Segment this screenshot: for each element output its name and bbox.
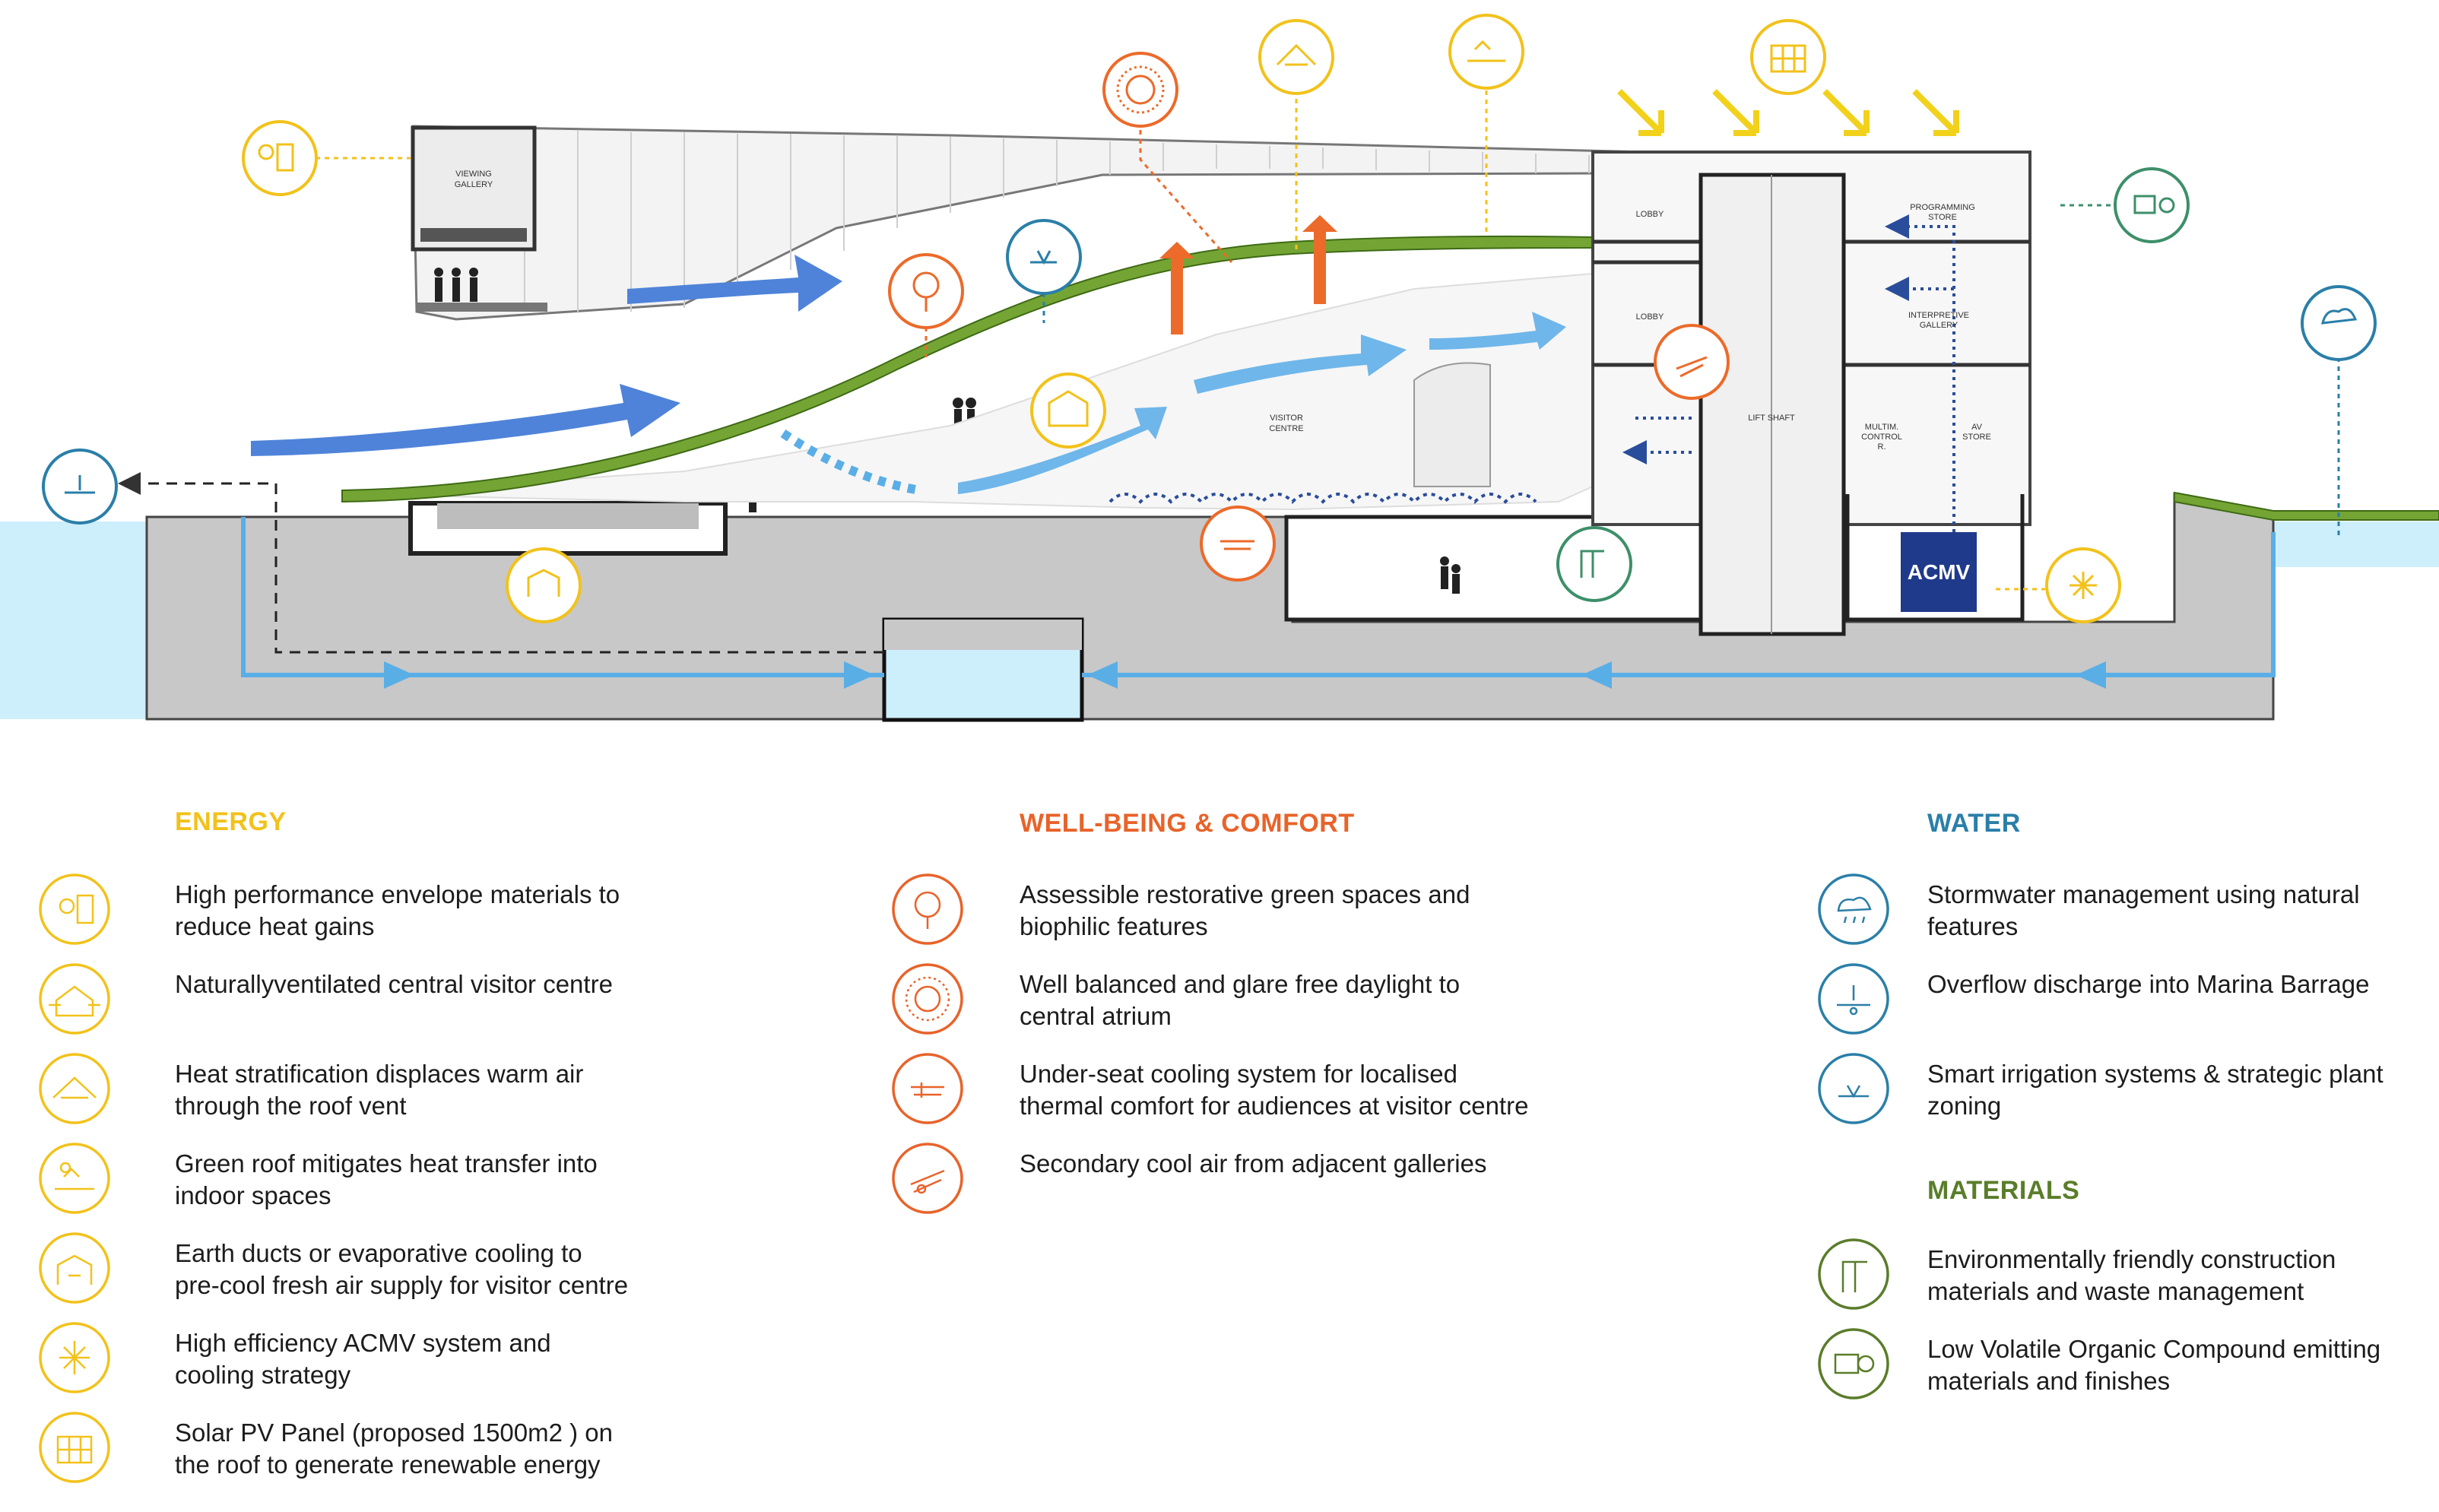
house-ventilation-icon — [1030, 372, 1106, 449]
sun-ray-arrows — [1617, 89, 1959, 136]
green-roof-icon — [1448, 14, 1524, 90]
legend-heading-wellbeing: WELL-BEING & COMFORT — [1020, 809, 1355, 838]
section-icons — [42, 14, 2377, 623]
seat-cooling-icon — [1200, 506, 1276, 582]
label-lobby-mid: LOBBY — [1636, 312, 1664, 322]
heat-vent-arrow-1 — [1159, 242, 1194, 334]
wind-arrow-5 — [1429, 312, 1566, 350]
house-ventilation-icon — [38, 962, 111, 1035]
legend-item-text: Under-seat cooling system for localised … — [1020, 1060, 1529, 1120]
curved-airflow — [780, 430, 921, 495]
earth-duct-icon — [38, 1231, 111, 1304]
roof-vent-icon — [38, 1052, 111, 1125]
water-right — [2273, 521, 2439, 567]
water-left — [0, 521, 149, 719]
rain-cloud-icon — [2301, 285, 2377, 361]
water-pipe — [241, 517, 2276, 677]
rain-cloud-icon — [1817, 873, 1890, 946]
legend-item-text: Low Volatile Organic Compound emitting m… — [1927, 1335, 2381, 1395]
legend-item-text: Stormwater management using natural feat… — [1927, 880, 2360, 940]
legend-item-text: High performance envelope materials to r… — [175, 880, 620, 940]
legend-item-text: Well balanced and glare free daylight to… — [1020, 970, 1461, 1030]
legend-heading-water: WATER — [1927, 809, 2021, 838]
underseat-airflow — [1108, 493, 1537, 504]
solar-panel-icon — [38, 1411, 111, 1484]
tree-icon — [891, 873, 964, 946]
wind-arrow-1 — [251, 384, 680, 456]
label-lobby-top: LOBBY — [1636, 210, 1664, 219]
legend-item-text: Green roof mitigates heat transfer into … — [175, 1149, 598, 1209]
legend-heading-materials: MATERIALS — [1927, 1176, 2080, 1205]
basement-room — [1284, 515, 1722, 622]
irrigation-icon — [1006, 219, 1082, 295]
snowflake-icon — [38, 1321, 111, 1394]
solar-panel-icon — [1750, 19, 1826, 95]
legend-item-text: Solar PV Panel (proposed 1500m2 ) on the… — [175, 1418, 614, 1479]
green-roof-icon — [38, 1142, 111, 1215]
label-acmv: ACMV — [1908, 560, 1971, 584]
legend-item-text: Overflow discharge into Marina Barrage — [1927, 970, 2370, 998]
construction-crane-icon — [1556, 526, 1632, 602]
legend-item-text: High efficiency ACMV system and cooling … — [175, 1329, 551, 1389]
label-lift-shaft: LIFT SHAFT — [1748, 414, 1795, 423]
legend-item-text: Heat stratification displaces warm air t… — [175, 1060, 584, 1120]
envelope-sun-icon — [38, 873, 111, 946]
roof-vent-icon — [1258, 19, 1334, 95]
irrigation-icon — [1817, 1052, 1890, 1125]
wind-arrow-4 — [1194, 334, 1407, 394]
tree-icon — [888, 253, 964, 329]
low-voc-icon — [2114, 167, 2190, 243]
seat-cooling-icon — [891, 1052, 964, 1125]
legend-item-text: Smart irrigation systems & strategic pla… — [1927, 1060, 2383, 1120]
legend-item-text: Environmentally friendly construction ma… — [1927, 1245, 2336, 1305]
legend-item-text: Earth ducts or evaporative cooling to pr… — [175, 1239, 629, 1299]
construction-crane-icon — [1817, 1238, 1890, 1311]
legend-item-text: Naturallyventilated central visitor cent… — [175, 970, 613, 998]
legend-heading-energy: ENERGY — [175, 807, 287, 836]
acmv-unit — [1901, 532, 1977, 612]
low-voc-icon — [1817, 1327, 1890, 1400]
overflow-drain-icon — [1817, 962, 1890, 1035]
heat-vent-arrow-2 — [1302, 215, 1337, 304]
wind-arrow-2 — [627, 255, 842, 312]
cool-air-people-icon — [891, 1142, 964, 1215]
daylight-sun-icon — [1102, 52, 1178, 128]
legend-item-text: Secondary cool air from adjacent galleri… — [1020, 1149, 1487, 1178]
earth-duct-icon — [506, 547, 582, 623]
wind-arrow-3 — [958, 407, 1167, 494]
earth-duct-inner — [437, 503, 699, 529]
daylight-sun-icon — [891, 962, 964, 1035]
envelope-sun-icon — [242, 120, 318, 196]
legend-item-text: Assessible restorative green spaces and … — [1020, 880, 1470, 940]
